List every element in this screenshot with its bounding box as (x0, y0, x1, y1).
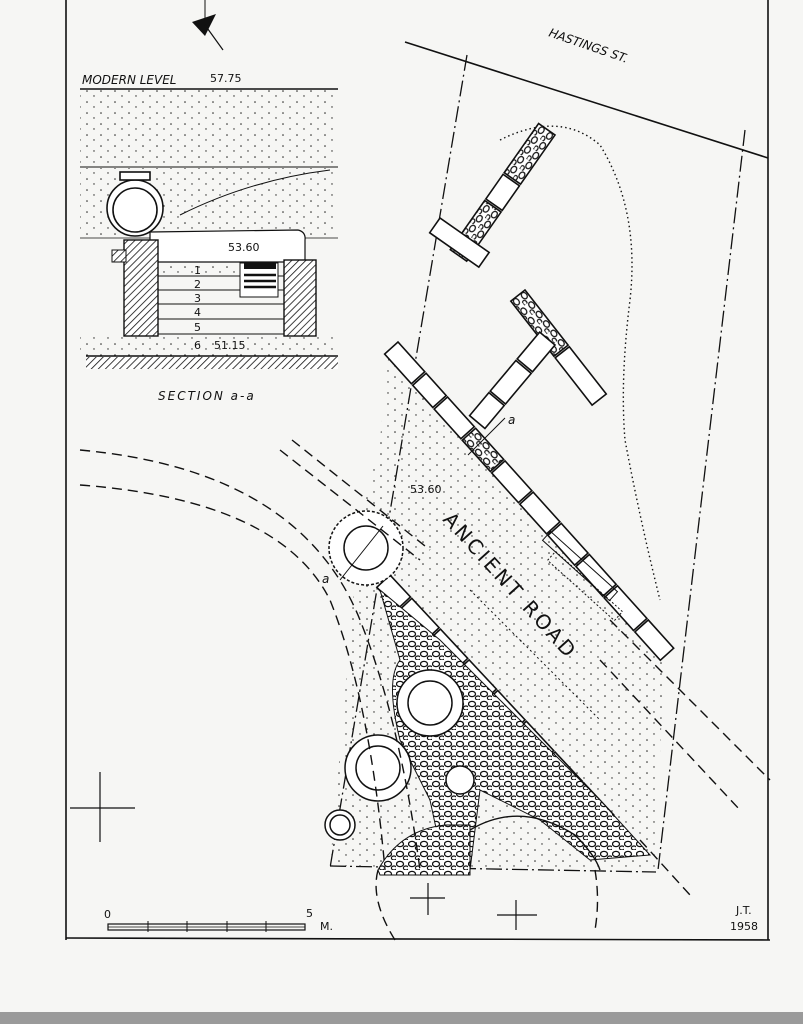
section-line-lower (339, 525, 384, 581)
road-center-dotted (469, 589, 601, 721)
scale-start: 0 (104, 908, 111, 921)
drain (541, 530, 624, 622)
section-inset: MODERN LEVEL 57.75 53.60 1 2 3 4 5 (80, 72, 338, 403)
excavation-outline (499, 125, 661, 601)
layer-5: 5 (194, 321, 201, 334)
scale-unit: M. (320, 920, 333, 933)
modern-level-label: MODERN LEVEL (82, 73, 177, 87)
upper-wall-structures (428, 122, 608, 430)
well-circles (324, 510, 475, 841)
section-bottom-level: 51.15 (214, 339, 246, 352)
scale-end: 5 (306, 907, 313, 920)
grid-crosshairs (70, 772, 537, 930)
rubble-fill (379, 588, 652, 871)
hastings-street-line (404, 41, 769, 159)
layer-1: 1 (194, 264, 201, 277)
rubble-arc (377, 824, 471, 876)
frame (65, 0, 771, 941)
right-wall (283, 259, 317, 337)
road-wall-upper (383, 340, 675, 662)
layer-4: 4 (194, 306, 201, 319)
section-title: SECTION a-a (158, 389, 256, 403)
street-label: HASTINGS ST. (547, 26, 630, 66)
dashed-projection-lines (79, 439, 771, 941)
year: 1958 (730, 920, 758, 933)
arch-outline (469, 815, 601, 871)
section-marker-left: a (322, 572, 329, 586)
bedrock-hatch (86, 357, 338, 369)
layer-2: 2 (194, 278, 201, 291)
plan-level: 53.60 (410, 483, 442, 496)
section-upper-level: 53.60 (228, 241, 260, 254)
signature: J.T. (735, 904, 752, 917)
modern-level-value: 57.75 (210, 72, 242, 85)
section-line-upper (467, 417, 506, 456)
layer-3: 3 (194, 292, 201, 305)
amphora-icon (106, 171, 164, 237)
left-wall (123, 239, 159, 337)
section-marker-top: a (508, 413, 515, 427)
scale-bar (107, 921, 306, 932)
scan-edge (0, 1012, 803, 1024)
north-arrow-icon (192, 0, 224, 51)
layer-6: 6 (194, 339, 201, 352)
